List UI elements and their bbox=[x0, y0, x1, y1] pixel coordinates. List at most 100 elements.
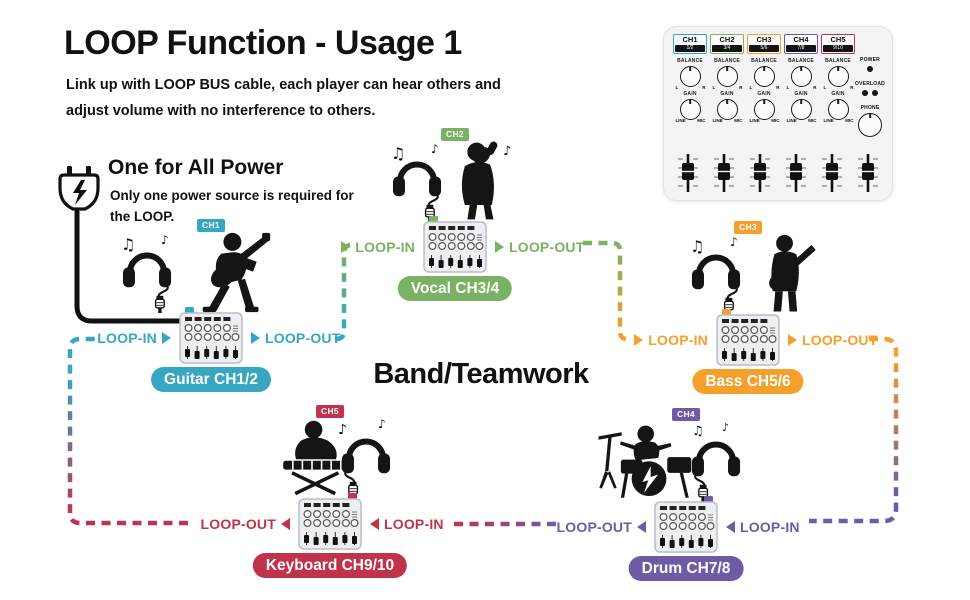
svg-text:♫: ♫ bbox=[690, 237, 704, 256]
fader bbox=[854, 152, 882, 194]
gain-label: GAIN bbox=[683, 91, 697, 97]
balance-knob: L R bbox=[750, 66, 780, 90]
mixer-master-section: POWER OVERLOAD PHONE bbox=[852, 57, 888, 137]
channel-badge: CH4 bbox=[672, 408, 700, 421]
station-name-pill: Vocal CH3/4 bbox=[397, 276, 513, 301]
loop-out-label: LOOP-OUT bbox=[557, 519, 646, 535]
loop-in-text: LOOP-IN bbox=[740, 519, 800, 535]
channel-header: CH2 3/4 bbox=[710, 34, 744, 54]
station-keyboard: CH5 ♪ ♪ LOOP-OUT LOOP-IN Keyboard CH9/10 bbox=[180, 405, 480, 585]
knob-min-label: LINE bbox=[675, 118, 686, 123]
balance-label: BALANCE bbox=[751, 58, 777, 64]
channel-header: CH3 5/6 bbox=[747, 34, 781, 54]
loop-in-label: LOOP-IN bbox=[97, 330, 171, 346]
svg-text:♪: ♪ bbox=[431, 142, 439, 156]
knob-max-label: MIC bbox=[697, 118, 706, 123]
fader bbox=[674, 152, 702, 194]
svg-text:♫: ♫ bbox=[121, 235, 135, 254]
balance-knob: L R bbox=[676, 66, 706, 90]
arrow-right-icon bbox=[495, 241, 504, 253]
fader bbox=[818, 152, 846, 194]
phone-knob bbox=[858, 113, 882, 137]
channel-id: CH3 bbox=[756, 35, 772, 44]
loop-out-label: LOOP-OUT bbox=[495, 239, 584, 255]
mixer-channel-columns: CH1 1/2 BALANCE L R GAIN LINE MIC CH2 3/… bbox=[673, 34, 855, 123]
channel-sub: 5/6 bbox=[749, 45, 779, 52]
page-subtitle: Link up with LOOP BUS cable, each player… bbox=[66, 77, 501, 120]
svg-text:♪: ♪ bbox=[722, 421, 729, 434]
loop-in-label: LOOP-IN bbox=[370, 516, 444, 532]
gain-knob: LINE MIC bbox=[750, 99, 780, 123]
loop-port bbox=[429, 216, 438, 222]
gain-knob: LINE MIC bbox=[676, 99, 706, 123]
gain-label: GAIN bbox=[831, 91, 845, 97]
loop-in-text: LOOP-IN bbox=[97, 330, 157, 346]
balance-label: BALANCE bbox=[825, 58, 851, 64]
fader bbox=[710, 152, 738, 194]
loop-out-text: LOOP-OUT bbox=[802, 332, 878, 348]
loop-out-text: LOOP-OUT bbox=[509, 239, 585, 255]
svg-text:♪: ♪ bbox=[730, 235, 738, 249]
channel-id: CH2 bbox=[719, 35, 735, 44]
station-name-pill: Drum CH7/8 bbox=[628, 556, 744, 581]
mixer-channel-ch5: CH5 9/10 BALANCE L R GAIN LINE MIC bbox=[821, 34, 855, 123]
arrow-left-icon bbox=[637, 521, 646, 533]
loop-out-text: LOOP-OUT bbox=[265, 330, 341, 346]
loop-out-text: LOOP-OUT bbox=[200, 516, 276, 532]
channel-id: CH5 bbox=[830, 35, 846, 44]
power-label: POWER bbox=[860, 57, 880, 63]
channel-sub: 7/8 bbox=[786, 45, 816, 52]
personal-mixer-icon bbox=[654, 501, 718, 553]
channel-sub: 1/2 bbox=[675, 45, 705, 52]
loop-out-label: LOOP-OUT bbox=[201, 516, 290, 532]
overload-led bbox=[862, 90, 868, 96]
channel-sub: 9/10 bbox=[823, 45, 853, 52]
loop-out-label: LOOP-OUT bbox=[788, 332, 877, 348]
balance-label: BALANCE bbox=[677, 58, 703, 64]
gain-knob: LINE MIC bbox=[787, 99, 817, 123]
channel-badge: CH3 bbox=[734, 221, 762, 234]
knob-min-label: L bbox=[675, 85, 679, 90]
power-led bbox=[867, 66, 873, 72]
arrow-left-icon bbox=[370, 518, 379, 530]
knob-min-label: LINE bbox=[786, 118, 797, 123]
loop-out-label: LOOP-OUT bbox=[251, 330, 340, 346]
band-teamwork-label: Band/Teamwork bbox=[373, 358, 589, 390]
overload-led bbox=[872, 90, 878, 96]
personal-mixer-icon bbox=[716, 314, 780, 366]
svg-text:♪: ♪ bbox=[338, 422, 347, 438]
arrow-right-icon bbox=[251, 332, 260, 344]
arrow-right-icon bbox=[788, 334, 797, 346]
mixer-channel-ch3: CH3 5/6 BALANCE L R GAIN LINE MIC bbox=[747, 34, 781, 123]
balance-knob: L R bbox=[824, 66, 854, 90]
knob-min-label: LINE bbox=[749, 118, 760, 123]
vocalist-icon: ♫ ♪ ♪ bbox=[391, 141, 511, 223]
power-note-body: Only one power source is required for th… bbox=[110, 188, 354, 224]
channel-header: CH5 9/10 bbox=[821, 34, 855, 54]
svg-text:♪: ♪ bbox=[503, 144, 511, 159]
power-note-heading: One for All Power bbox=[108, 156, 284, 179]
channel-id: CH1 bbox=[682, 35, 698, 44]
balance-label: BALANCE bbox=[788, 58, 814, 64]
power-plug-icon bbox=[58, 166, 100, 211]
knob-min-label: LINE bbox=[712, 118, 723, 123]
arrow-right-icon bbox=[634, 334, 644, 346]
gain-label: GAIN bbox=[794, 91, 808, 97]
knob-max-label: R bbox=[702, 85, 706, 90]
mixer-channel-ch4: CH4 7/8 BALANCE L R GAIN LINE MIC bbox=[784, 34, 818, 123]
drummer-icon: ♫ ♪ bbox=[598, 421, 756, 503]
knob-max-label: MIC bbox=[845, 118, 854, 123]
knob-max-label: R bbox=[739, 85, 743, 90]
loop-in-text: LOOP-IN bbox=[384, 516, 444, 532]
loop-in-label: LOOP-IN bbox=[634, 332, 708, 348]
station-guitar: CH1 ♫ ♪ LOOP-IN LOOP-OUT Guitar CH1/2 bbox=[61, 219, 361, 399]
mixer-panel: CH1 1/2 BALANCE L R GAIN LINE MIC CH2 3/… bbox=[663, 26, 893, 201]
gain-label: GAIN bbox=[720, 91, 734, 97]
mixer-channel-ch1: CH1 1/2 BALANCE L R GAIN LINE MIC bbox=[673, 34, 707, 123]
knob-max-label: R bbox=[776, 85, 780, 90]
balance-knob: L R bbox=[713, 66, 743, 90]
loop-port bbox=[722, 309, 731, 315]
channel-badge: CH2 bbox=[441, 128, 469, 141]
loop-port bbox=[704, 496, 713, 502]
